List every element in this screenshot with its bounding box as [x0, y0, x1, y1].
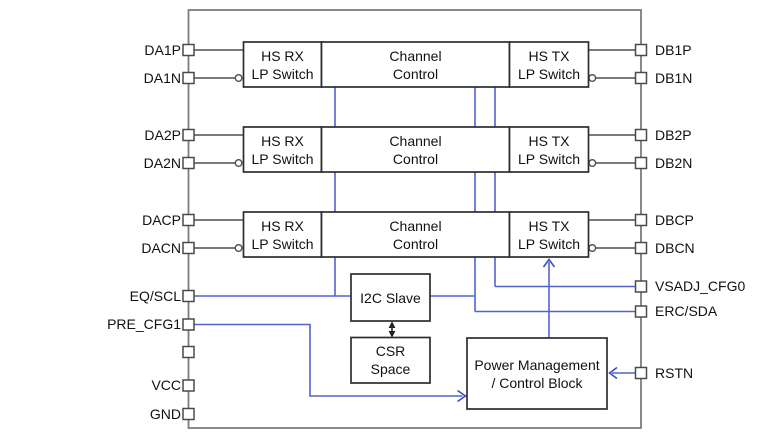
pin-pre-cfg1: [182, 318, 195, 331]
pin-label-dbcn: DBCN: [655, 240, 695, 256]
pin-db1n: [634, 71, 648, 85]
hs-rx-block-1: [242, 41, 323, 88]
bubble-dbcn-icon: [588, 243, 597, 252]
pin-da2n: [182, 156, 195, 170]
arrow-down-icon: [388, 331, 396, 338]
i2c-slave-block: [350, 273, 431, 322]
pin-label-dacp: DACP: [142, 212, 181, 228]
channel-control-block-1: [320, 41, 511, 88]
pin-label-gnd: GND: [149, 406, 181, 422]
pin-label-da2n: DA2N: [143, 155, 181, 171]
pin-vcc: [182, 379, 195, 392]
pin-label-dbcp: DBCP: [655, 212, 694, 228]
pin-label-pre-cfg1: PRE_CFG1: [107, 316, 181, 332]
hs-rx-block-2: [242, 126, 323, 173]
pin-label-db1p: DB1P: [655, 42, 692, 58]
csr-space-block: [350, 336, 431, 384]
pin-da1p: [182, 43, 195, 57]
pin-label-db2p: DB2P: [655, 127, 692, 143]
pin-rstn: [634, 366, 648, 380]
function-blocks: [242, 41, 608, 410]
pin-label-dacn: DACN: [141, 240, 181, 256]
bubble-db1n-icon: [588, 73, 597, 82]
hs-rx-block-3: [242, 211, 323, 258]
inverter-bubbles: [234, 73, 597, 252]
pin-da2p: [182, 128, 195, 142]
pin-dacp: [182, 213, 195, 227]
pre-cfg1-line: [194, 323, 463, 397]
hs-tx-block-2: [508, 126, 590, 173]
pin-eq-scl: [182, 289, 195, 303]
pin-label-db2n: DB2N: [655, 155, 693, 171]
pin-da1n: [182, 71, 195, 85]
pin-label-eq-scl: EQ/SCL: [129, 288, 181, 304]
bubble-db2n-icon: [588, 158, 597, 167]
pin-gnd: [182, 407, 195, 421]
i2c-csr-arrow: [388, 321, 396, 338]
bubble-da1n-icon: [234, 73, 243, 82]
pin-db1p: [634, 43, 648, 57]
pin-label-rstn: RSTN: [655, 365, 694, 381]
hs-tx-block-1: [508, 41, 590, 88]
arrow-into-power-right-icon: [608, 366, 618, 380]
pin-dbcn: [634, 241, 648, 255]
pin-db2p: [634, 128, 648, 142]
pin-erc-sda: [634, 305, 648, 318]
pin-label-erc-sda: ERC/SDA: [655, 303, 718, 319]
blue-arrowheads: [457, 258, 618, 403]
pin-unlabeled: [182, 345, 195, 359]
pin-label-vsadj-cfg0: VSADJ_CFG0: [655, 278, 746, 294]
pin-label-da1n: DA1N: [143, 70, 181, 86]
pin-pads: [182, 43, 648, 421]
pin-wires: [194, 49, 636, 249]
pin-label-vcc: VCC: [151, 377, 181, 393]
channel-control-block-2: [320, 126, 511, 173]
power-management-block: [466, 337, 608, 410]
channel-control-block-3: [320, 211, 511, 258]
bubble-dacn-icon: [234, 243, 243, 252]
pin-dacn: [182, 241, 195, 255]
arrow-up-to-hs-tx-icon: [542, 258, 556, 268]
pin-dbcp: [634, 213, 648, 227]
pin-vsadj-cfg0: [634, 280, 648, 293]
arrow-into-power-left-icon: [457, 389, 467, 403]
bubble-da2n-icon: [234, 158, 243, 167]
pin-label-da2p: DA2P: [144, 127, 181, 143]
pin-label-db1n: DB1N: [655, 70, 693, 86]
pin-label-da1p: DA1P: [144, 42, 181, 58]
hs-tx-block-3: [508, 211, 590, 258]
pin-db2n: [634, 156, 648, 170]
arrow-up-icon: [388, 321, 396, 328]
